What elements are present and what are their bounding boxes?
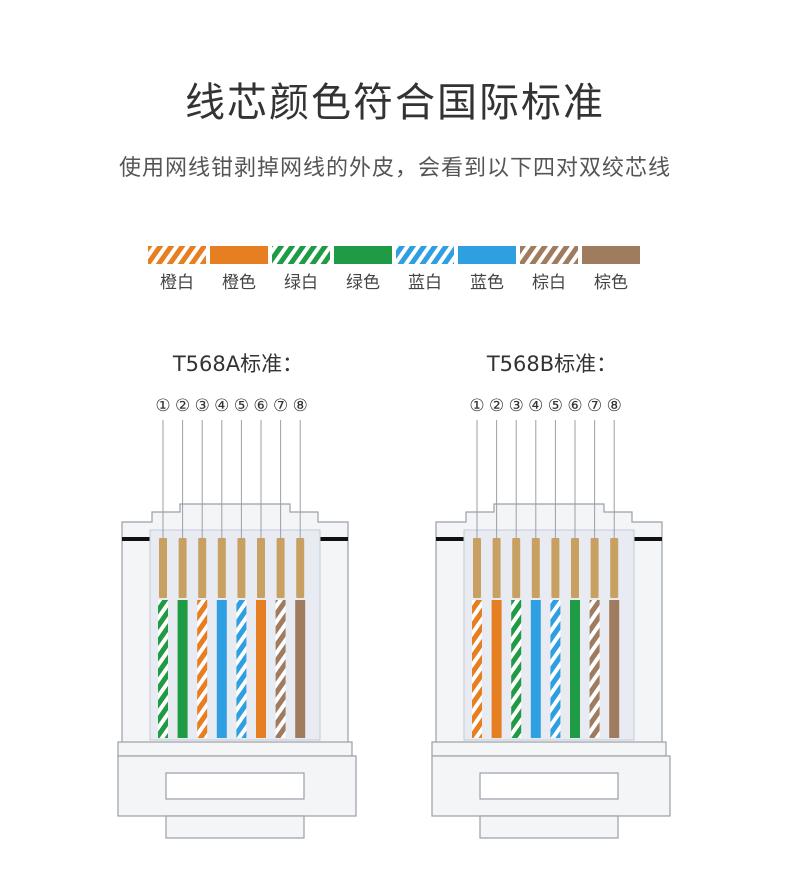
wire-8 — [609, 600, 620, 738]
pin-contact — [473, 538, 481, 598]
legend-label: 绿白 — [284, 273, 318, 293]
wire-5 — [550, 600, 561, 738]
pin-contact — [159, 538, 167, 598]
legend-swatch-1 — [148, 246, 206, 264]
legend-swatch-2 — [210, 246, 268, 264]
pin-contact — [198, 538, 207, 598]
legend-label: 蓝白 — [408, 273, 442, 293]
wire-3 — [197, 600, 208, 738]
pin-contact — [257, 538, 265, 598]
pin-contact — [492, 538, 501, 598]
pin-number: ④ — [528, 396, 544, 416]
wire-6 — [256, 600, 266, 738]
wire-1 — [472, 600, 482, 738]
wire-5 — [236, 600, 247, 738]
pin-contact — [590, 538, 599, 598]
wire-6 — [570, 600, 580, 738]
t568b-title: T568B标准： — [486, 352, 618, 376]
pin-contact — [178, 538, 187, 598]
pin-number: ⑦ — [586, 396, 603, 416]
legend-label: 蓝色 — [470, 273, 504, 293]
pin-number: ① — [469, 396, 485, 416]
wire-4 — [216, 600, 227, 738]
pin-number: ① — [155, 396, 171, 416]
t568a-title: T568A标准： — [172, 352, 304, 376]
pin-contact — [217, 538, 226, 598]
legend-label: 橙白 — [160, 273, 194, 293]
legend-label: 棕色 — [594, 273, 628, 293]
wire-1 — [158, 600, 168, 738]
pin-contact — [276, 538, 285, 598]
pin-number: ② — [488, 396, 505, 416]
pin-contact — [551, 538, 560, 598]
wire-2 — [177, 600, 188, 738]
pin-number: ② — [174, 396, 191, 416]
wire-7 — [589, 600, 600, 738]
pin-number: ⑦ — [272, 396, 289, 416]
pin-number: ⑥ — [253, 396, 269, 416]
legend-label: 棕白 — [532, 273, 566, 293]
wire-3 — [511, 600, 522, 738]
pin-contact — [610, 538, 619, 598]
wire-8 — [295, 600, 306, 738]
legend-swatch-3 — [272, 246, 330, 264]
legend-swatch-8 — [582, 246, 640, 264]
pin-contact — [296, 538, 305, 598]
pin-contact — [571, 538, 579, 598]
t568a-connector — [117, 420, 357, 839]
pin-number: ③ — [508, 396, 524, 416]
legend-label: 橙色 — [222, 273, 256, 293]
page-title: 线芯颜色符合国际标准 — [185, 80, 605, 126]
wire-7 — [275, 600, 286, 738]
pin-number: ⑤ — [233, 396, 250, 416]
pin-number: ⑥ — [567, 396, 583, 416]
pin-number: ④ — [214, 396, 230, 416]
pin-number: ⑤ — [547, 396, 564, 416]
legend-swatch-7 — [520, 246, 578, 264]
legend-swatch-6 — [458, 246, 516, 264]
t568b-connector — [431, 420, 671, 839]
pin-contact — [237, 538, 246, 598]
wire-4 — [530, 600, 541, 738]
pin-number: ⑧ — [606, 396, 622, 416]
legend-swatch-4 — [334, 246, 392, 264]
page-subtitle: 使用网线钳剥掉网线的外皮，会看到以下四对双绞芯线 — [118, 156, 671, 181]
wire-2 — [491, 600, 502, 738]
pin-number: ③ — [194, 396, 210, 416]
pin-number: ⑧ — [292, 396, 308, 416]
legend-label: 绿色 — [346, 273, 380, 293]
pin-contact — [512, 538, 521, 598]
pin-contact — [531, 538, 540, 598]
legend-swatch-5 — [396, 246, 454, 264]
